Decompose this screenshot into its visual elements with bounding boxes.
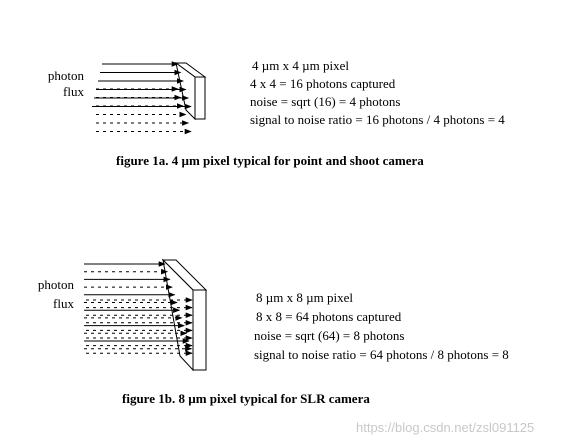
- watermark: https://blog.csdn.net/zsl091125: [356, 420, 535, 435]
- fig1b-info-line-4: signal to noise ratio = 64 photons / 8 p…: [254, 347, 509, 362]
- fig1b-info-line-3: noise = sqrt (64) = 8 photons: [254, 328, 405, 343]
- fig1a-info-block: 4 µm x 4 µm pixel 4 x 4 = 16 photons cap…: [250, 57, 505, 129]
- fig1a-info-line-4: signal to noise ratio = 16 photons / 4 p…: [250, 112, 505, 127]
- fig1a-pixel-block: [174, 61, 207, 121]
- fig1a-caption: figure 1a. 4 µm pixel typical for point …: [116, 153, 424, 168]
- fig1b-photon-arrows: [84, 261, 193, 357]
- fig1b-caption: figure 1b. 8 µm pixel typical for SLR ca…: [122, 391, 370, 406]
- fig1b-info-line-1: 8 µm x 8 µm pixel: [256, 290, 353, 305]
- fig1a-info-line-3: noise = sqrt (16) = 4 photons: [250, 94, 401, 109]
- fig1a-info-line-2: 4 x 4 = 16 photons captured: [250, 76, 396, 91]
- fig1a-photon-label-line2: flux: [63, 84, 84, 99]
- fig1b-photon-label: photon flux: [30, 277, 74, 312]
- fig1a-photon-arrows: [92, 61, 192, 135]
- fig1b-photon-label-line2: flux: [53, 296, 74, 311]
- fig1b-info-block: 8 µm x 8 µm pixel 8 x 8 = 64 photons cap…: [254, 288, 509, 364]
- fig1a-info-line-1: 4 µm x 4 µm pixel: [252, 58, 349, 73]
- fig1b-photon-label-line1: photon: [37, 277, 74, 292]
- fig1b-info-line-2: 8 x 8 = 64 photons captured: [256, 309, 402, 324]
- fig1a-photon-label: photon flux: [40, 68, 84, 100]
- fig1a-photon-label-line1: photon: [47, 68, 84, 83]
